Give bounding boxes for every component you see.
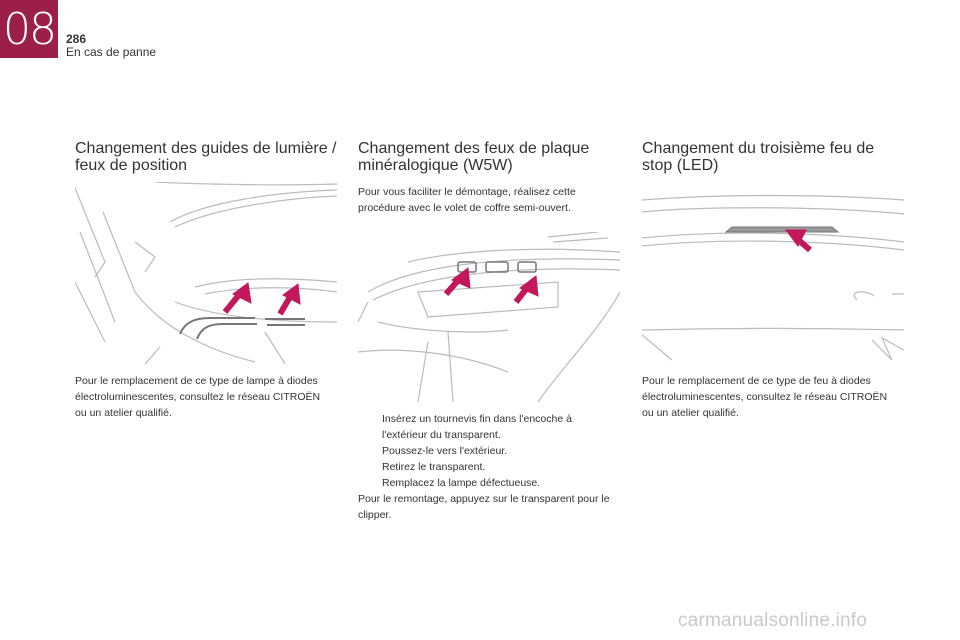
text-light-guides: Pour le remplacement de ce type de lampe… (75, 375, 321, 419)
column-light-guides: Changement des guides de lumière / feux … (75, 140, 337, 174)
column-third-brake-light: Changement du troisième feu de stop (LED… (642, 140, 904, 174)
column-plate-lamps: Changement des feux de plaque minéralogi… (358, 140, 620, 216)
heading-light-guides: Changement des guides de lumière / feux … (75, 140, 337, 174)
step-item: Poussez-le vers l'extérieur. (358, 443, 620, 459)
step-item: Retirez le transparent. (358, 459, 620, 475)
page-number: 286 (66, 32, 87, 46)
figure-third-brake-light (642, 190, 904, 365)
step-text: Insérez un tournevis fin dans l'encoche … (382, 413, 572, 441)
heading-plate-lamps: Changement des feux de plaque minéralogi… (358, 140, 590, 174)
steps-list: Insérez un tournevis fin dans l'encoche … (358, 411, 620, 491)
step-item: Insérez un tournevis fin dans l'encoche … (358, 411, 620, 443)
figure-rear-light-guides (75, 182, 337, 364)
step-item: Remplacez la lampe défectueuse. (358, 475, 620, 491)
step-text: Retirez le transparent. (382, 461, 486, 473)
watermark: carmanualsonline.info (678, 610, 868, 631)
section-title: En cas de panne (66, 45, 157, 59)
heading-third-brake-light: Changement du troisième feu de stop (LED… (642, 140, 875, 174)
text-plate-intro: Pour vous faciliter le démontage, réalis… (358, 186, 576, 214)
chapter-tab: 08 (0, 0, 58, 58)
step-text: Poussez-le vers l'extérieur. (382, 445, 508, 457)
text-third-brake-light: Pour le remplacement de ce type de feu à… (642, 375, 888, 419)
text-plate-outro: Pour le remontage, appuyez sur le transp… (358, 493, 610, 521)
step-text: Remplacez la lampe défectueuse. (382, 477, 541, 489)
figure-plate-lamps (358, 232, 620, 402)
